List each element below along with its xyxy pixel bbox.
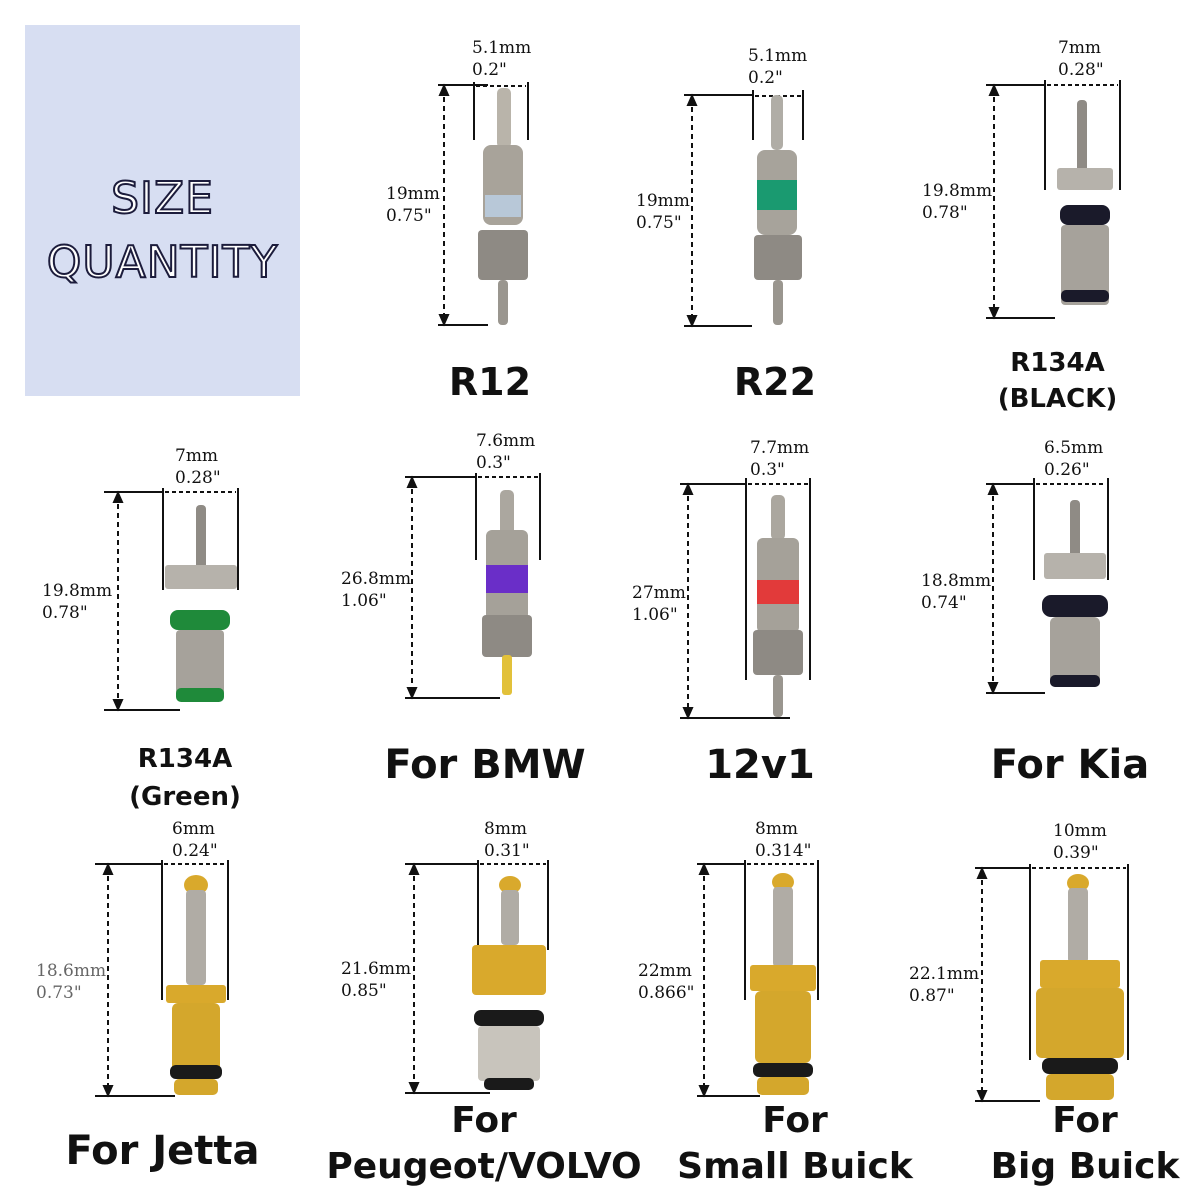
label-r12: R12 [448, 360, 532, 404]
height-mm: 21.6mm [341, 959, 412, 979]
label-jetta: For Jetta [65, 1128, 260, 1174]
width-mm: 6.5mm [1044, 438, 1104, 458]
title-quantity: QUANTITY [46, 236, 279, 289]
width-mm: 7mm [1058, 38, 1102, 58]
height-mm: 22.1mm [909, 964, 980, 984]
width-in: 0.28" [175, 468, 221, 488]
label-line-1: R134A [137, 744, 233, 774]
width-in: 0.26" [1044, 460, 1090, 480]
height-mm: 19.8mm [922, 181, 993, 201]
height-mm: 19.8mm [42, 581, 113, 601]
height-mm: 27mm [632, 583, 686, 603]
width-in: 0.24" [172, 841, 218, 861]
title-panel: SIZE QUANTITY [25, 25, 300, 396]
label-r22: R22 [733, 360, 817, 404]
height-mm: 18.8mm [921, 571, 992, 591]
label-line-1: R134A [1010, 348, 1105, 378]
label-line-2: (Green) [129, 782, 241, 812]
height-in: 1.06" [632, 605, 678, 625]
width-mm: 5.1mm [472, 38, 532, 58]
height-in: 0.73" [36, 983, 82, 1003]
width-mm: 7mm [175, 446, 219, 466]
width-mm: 8mm [755, 819, 799, 839]
label-12v1: 12v1 [705, 742, 815, 788]
width-in: 0.31" [484, 841, 530, 861]
label-kia: For Kia [990, 742, 1150, 788]
width-mm: 6mm [172, 819, 216, 839]
height-mm: 19mm [636, 191, 690, 211]
label-line-1: For [762, 1100, 828, 1141]
width-in: 0.2" [472, 60, 507, 80]
width-in: 0.28" [1058, 60, 1104, 80]
height-mm: 22mm [638, 961, 692, 981]
title-size: SIZE [110, 172, 214, 225]
label-r134a-black: R134A (BLACK) [990, 345, 1125, 417]
label-r134a-green: R134A (Green) [110, 740, 260, 816]
width-in: 0.3" [476, 453, 511, 473]
height-in: 0.74" [921, 593, 967, 613]
height-mm: 19mm [386, 184, 440, 204]
label-line-2: Small Buick [677, 1146, 913, 1187]
label-line-1: For [451, 1100, 517, 1141]
width-mm: 7.7mm [750, 438, 810, 458]
height-in: 0.75" [386, 206, 432, 226]
label-line-2: Peugeot/VOLVO [326, 1146, 642, 1187]
label-line-1: For [1052, 1100, 1118, 1141]
width-mm: 10mm [1053, 821, 1107, 841]
height-mm: 26.8mm [341, 569, 412, 589]
width-mm: 8mm [484, 819, 528, 839]
label-line-2: (BLACK) [997, 384, 1118, 414]
height-in: 0.75" [636, 213, 682, 233]
label-line-2: Big Buick [990, 1146, 1180, 1187]
height-in: 0.85" [341, 981, 387, 1001]
width-in: 0.314" [755, 841, 812, 861]
width-in: 0.3" [750, 460, 785, 480]
height-in: 0.866" [638, 983, 695, 1003]
height-in: 0.87" [909, 986, 955, 1006]
width-in: 0.2" [748, 68, 783, 88]
height-in: 1.06" [341, 591, 387, 611]
width-in: 0.39" [1053, 843, 1099, 863]
width-mm: 7.6mm [476, 431, 536, 451]
height-mm: 18.6mm [36, 961, 107, 981]
height-in: 0.78" [922, 203, 968, 223]
width-mm: 5.1mm [748, 46, 808, 66]
label-bmw: For BMW [384, 742, 586, 788]
height-in: 0.78" [42, 603, 88, 623]
